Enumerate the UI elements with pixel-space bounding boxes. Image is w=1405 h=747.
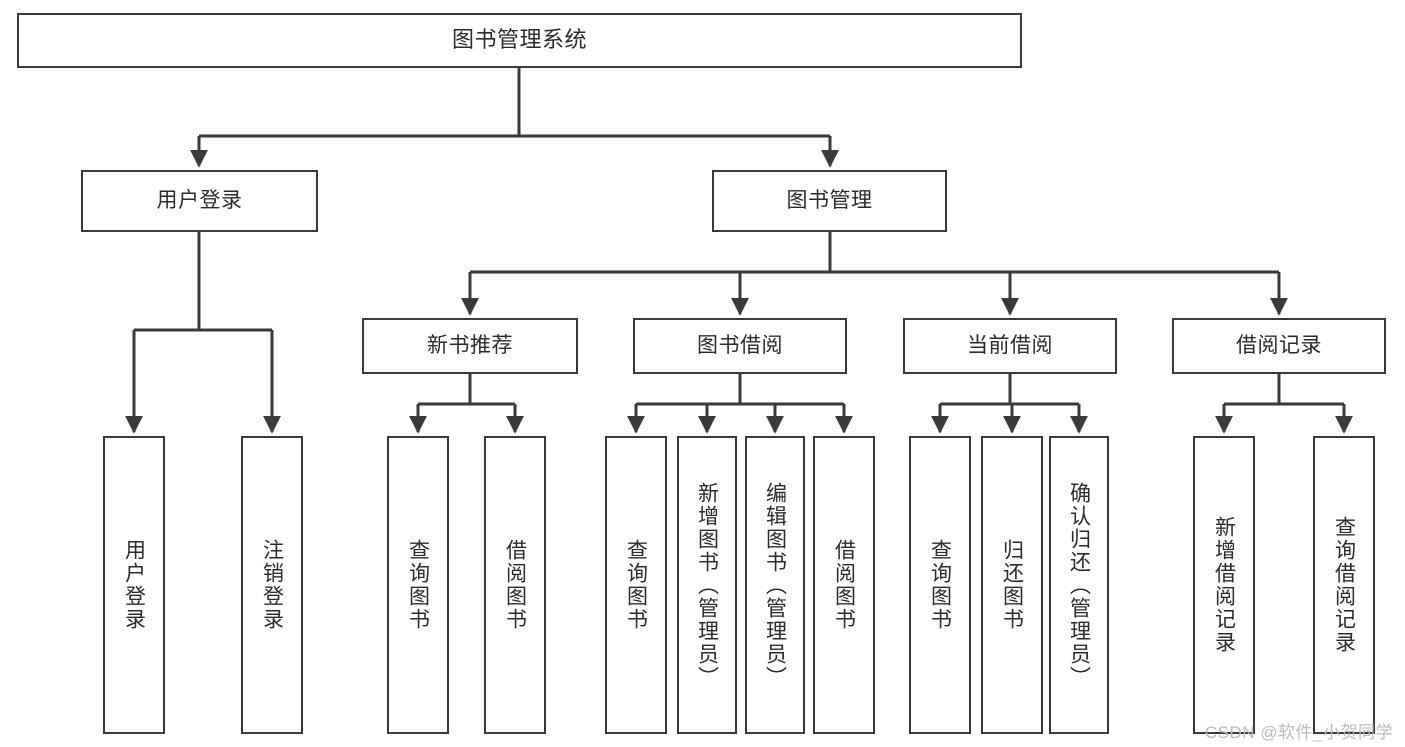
node-current-borrow-label: 当前借阅 — [967, 334, 1053, 358]
node-leaf-logout-login-label: 注销登录 — [260, 539, 284, 631]
node-leaf-query-book-1[interactable]: 查询图书 — [387, 436, 449, 734]
node-leaf-query-book-1-label: 查询图书 — [406, 539, 430, 631]
node-leaf-add-borrow-record[interactable]: 新增借阅记录 — [1193, 436, 1255, 734]
node-leaf-return-book[interactable]: 归还图书 — [981, 436, 1043, 734]
node-book-borrow[interactable]: 图书借阅 — [633, 318, 847, 374]
node-leaf-edit-book-admin[interactable]: 编辑图书（管理员） — [745, 436, 805, 734]
node-new-book-recommend[interactable]: 新书推荐 — [362, 318, 578, 374]
node-leaf-return-book-label: 归还图书 — [1000, 539, 1024, 631]
node-borrow-record[interactable]: 借阅记录 — [1172, 318, 1386, 374]
node-book-manage[interactable]: 图书管理 — [712, 170, 947, 232]
node-leaf-borrow-book-2-label: 借阅图书 — [832, 539, 856, 631]
node-user-login-label: 用户登录 — [156, 189, 243, 213]
node-borrow-record-label: 借阅记录 — [1236, 334, 1322, 358]
node-leaf-borrow-book-1-label: 借阅图书 — [503, 539, 527, 631]
node-leaf-add-book-admin-label: 新增图书（管理员） — [695, 481, 719, 689]
node-leaf-query-book-3-label: 查询图书 — [928, 539, 952, 631]
csdn-watermark: CSDN @软件_小贺同学 — [1204, 723, 1393, 742]
node-leaf-edit-book-admin-label: 编辑图书（管理员） — [763, 481, 787, 689]
node-leaf-borrow-book-2[interactable]: 借阅图书 — [813, 436, 875, 734]
node-root[interactable]: 图书管理系统 — [17, 13, 1022, 68]
node-leaf-user-login-label: 用户登录 — [122, 539, 146, 631]
node-book-manage-label: 图书管理 — [786, 189, 873, 213]
node-leaf-logout-login[interactable]: 注销登录 — [241, 436, 303, 734]
node-leaf-query-borrow-record-label: 查询借阅记录 — [1332, 516, 1356, 654]
node-leaf-borrow-book-1[interactable]: 借阅图书 — [484, 436, 546, 734]
node-leaf-user-login[interactable]: 用户登录 — [103, 436, 165, 734]
node-leaf-confirm-return-admin[interactable]: 确认归还（管理员） — [1049, 436, 1109, 734]
node-leaf-query-book-2-label: 查询图书 — [624, 539, 648, 631]
node-user-login[interactable]: 用户登录 — [81, 170, 318, 232]
node-leaf-add-book-admin[interactable]: 新增图书（管理员） — [677, 436, 737, 734]
node-leaf-add-borrow-record-label: 新增借阅记录 — [1212, 516, 1236, 654]
node-root-label: 图书管理系统 — [451, 27, 587, 53]
node-book-borrow-label: 图书借阅 — [697, 334, 783, 358]
node-leaf-query-book-3[interactable]: 查询图书 — [909, 436, 971, 734]
node-leaf-confirm-return-admin-label: 确认归还（管理员） — [1067, 481, 1091, 689]
node-leaf-query-book-2[interactable]: 查询图书 — [605, 436, 667, 734]
node-current-borrow[interactable]: 当前借阅 — [903, 318, 1117, 374]
node-leaf-query-borrow-record[interactable]: 查询借阅记录 — [1313, 436, 1375, 734]
node-new-book-recommend-label: 新书推荐 — [427, 334, 513, 358]
